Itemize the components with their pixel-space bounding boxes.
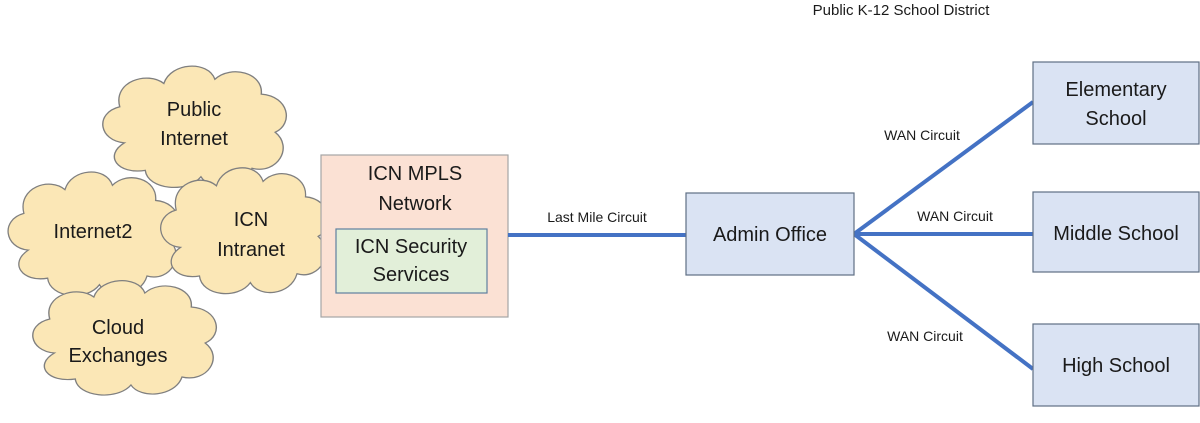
admin-office-label: Admin Office (713, 224, 827, 246)
cloud-label-internet2: Internet2 (54, 221, 133, 243)
wan-link-high (852, 232, 1035, 371)
mpls-title-line1: ICN MPLS (368, 163, 462, 185)
cloud-label-public: Public (167, 99, 221, 121)
cloud-label-cloud: Cloud (92, 317, 144, 339)
cloud-label-internet: Internet (160, 128, 228, 150)
security-services-box (335, 228, 488, 294)
last-mile-label: Last Mile Circuit (547, 209, 647, 225)
cloud-label-exchanges: Exchanges (69, 345, 168, 367)
elementary-line1: Elementary (1065, 79, 1166, 101)
admin-office-box (685, 192, 855, 276)
wan-link-elementary (852, 100, 1035, 236)
mpls-title-line2: Network (378, 193, 452, 215)
elementary-school-box (1032, 61, 1200, 145)
diagram-title: Public K-12 School District (813, 2, 991, 19)
high-school-label: High School (1062, 355, 1170, 377)
security-line2: Services (373, 264, 450, 286)
wan-label-middle: WAN Circuit (917, 208, 993, 224)
wan-label-high: WAN Circuit (887, 328, 963, 344)
elementary-line2: School (1085, 108, 1146, 130)
wan-label-elementary: WAN Circuit (884, 127, 960, 143)
high-school-box (1032, 323, 1200, 407)
cloud-label-intranet: Intranet (217, 239, 285, 261)
middle-school-label: Middle School (1053, 223, 1179, 245)
cloud-label-icn: ICN (234, 209, 268, 231)
cloud-public-internet (102, 65, 288, 189)
security-line1: ICN Security (355, 236, 467, 258)
middle-school-box (1032, 191, 1200, 273)
